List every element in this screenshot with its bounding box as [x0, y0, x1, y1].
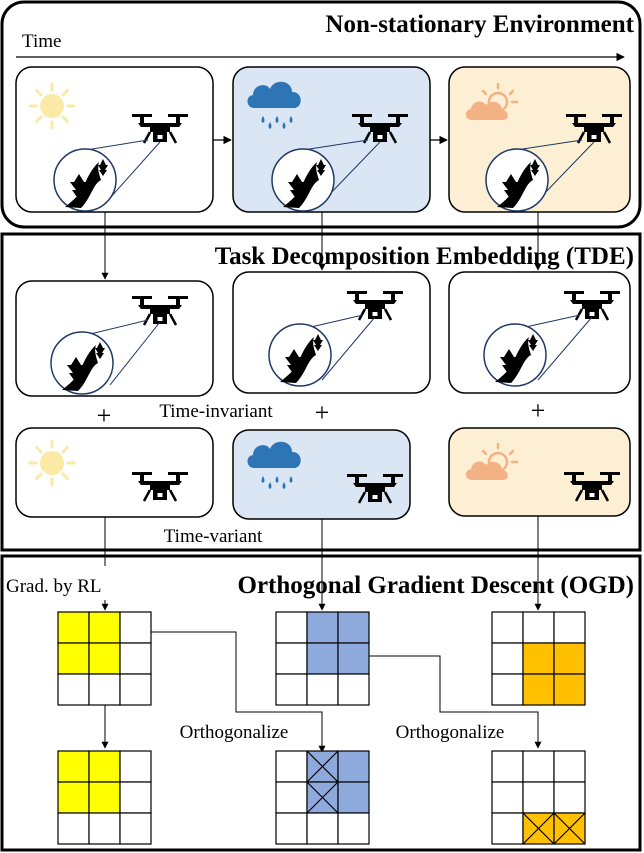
- grid-cell: [275, 642, 308, 675]
- time-invariant-panel: [232, 271, 431, 394]
- plus-sign: +: [97, 401, 112, 430]
- grid-cell: [119, 781, 152, 814]
- plus-sign: +: [531, 396, 546, 425]
- grid-cell: [337, 812, 370, 845]
- grid-cell: [88, 673, 121, 706]
- grid-cell: [522, 673, 555, 706]
- grid-cell: [522, 642, 555, 675]
- grid-cell: [491, 642, 524, 675]
- orthogonalize-label: Orthogonalize: [180, 722, 289, 743]
- grid-cell: [88, 611, 121, 644]
- view-line: [321, 316, 376, 381]
- grid-cell: [119, 812, 152, 845]
- grid-cell: [491, 781, 524, 814]
- ogd-section-frame: [0, 554, 642, 852]
- overlap-cross-mark: [306, 750, 339, 783]
- grid-cell: [57, 812, 90, 845]
- grid-cell: [119, 750, 152, 783]
- grid-cell: [275, 781, 308, 814]
- terrain-magnifier-icon: [50, 331, 114, 395]
- grad-by-rl-label: Grad. by RL: [6, 576, 102, 597]
- tde-section-title: Task Decomposition Embedding (TDE): [215, 243, 634, 270]
- time-variant-label: Time-variant: [164, 526, 263, 547]
- grid-cell: [57, 642, 90, 675]
- env-section-frame: [0, 0, 642, 229]
- grid-cell: [57, 673, 90, 706]
- grid-cell: [119, 611, 152, 644]
- grid-cell: [337, 673, 370, 706]
- view-line: [109, 141, 161, 199]
- grid-cell: [553, 673, 586, 706]
- grid-cell: [275, 812, 308, 845]
- grid-cell: [119, 642, 152, 675]
- ogd-section-title: Orthogonal Gradient Descent (OGD): [238, 572, 634, 599]
- orthogonalize-path: [368, 655, 542, 749]
- view-line: [302, 139, 369, 151]
- grid-cell: [275, 611, 308, 644]
- grid-cell: [337, 611, 370, 644]
- grid-cell: [553, 781, 586, 814]
- grid-cell: [553, 611, 586, 644]
- view-line: [515, 139, 583, 151]
- grid-cell: [119, 673, 152, 706]
- grid-cell: [491, 611, 524, 644]
- grid-cell: [522, 611, 555, 644]
- tde-section-frame: [0, 232, 642, 552]
- orthogonalize-path: [150, 631, 326, 753]
- grid-cell: [306, 812, 339, 845]
- grid-cell: [88, 750, 121, 783]
- grid-cell: [57, 611, 90, 644]
- terrain-magnifier-icon: [271, 148, 335, 212]
- grid-cell: [306, 673, 339, 706]
- time-label: Time: [22, 31, 61, 52]
- grid-cell: [88, 812, 121, 845]
- sun-icon: [28, 439, 76, 487]
- grid-cell: [522, 781, 555, 814]
- grid-cell: [306, 642, 339, 675]
- overlap-cross-mark: [306, 781, 339, 814]
- terrain-magnifier-icon: [485, 148, 549, 212]
- grid-cell: [553, 642, 586, 675]
- terrain-magnifier-icon: [268, 323, 332, 387]
- gradient-grids: [57, 611, 586, 845]
- view-line: [325, 141, 381, 199]
- terrain-magnifier-icon: [483, 323, 547, 387]
- grid-cell: [337, 750, 370, 783]
- orthogonalize-label: Orthogonalize: [396, 722, 505, 743]
- plus-sign: +: [315, 398, 330, 427]
- env-section-title: Non-stationary Environment: [325, 11, 634, 38]
- grid-cell: [337, 781, 370, 814]
- grid-cell: [88, 781, 121, 814]
- sun-icon: [28, 82, 76, 130]
- terrain-magnifier-icon: [53, 148, 117, 212]
- grid-cell: [57, 750, 90, 783]
- overlap-cross-mark: [522, 812, 555, 845]
- grid-cell: [491, 812, 524, 845]
- view-line: [85, 319, 149, 336]
- grid-cell: [275, 750, 308, 783]
- grid-cell: [306, 611, 339, 644]
- grid-cell: [57, 781, 90, 814]
- grid-cell: [88, 642, 121, 675]
- grid-cell: [553, 750, 586, 783]
- grid-cell: [337, 642, 370, 675]
- grid-cell: [491, 673, 524, 706]
- overlap-cross-mark: [553, 812, 586, 845]
- view-line: [109, 321, 161, 386]
- time-invariant-label: Time-invariant: [159, 401, 273, 422]
- grid-cell: [522, 750, 555, 783]
- grid-cell: [491, 750, 524, 783]
- time-variant-panel-cloudy: [448, 427, 631, 517]
- view-line: [85, 139, 149, 151]
- view-line: [539, 141, 595, 199]
- grid-cell: [275, 673, 308, 706]
- view-line: [537, 316, 593, 381]
